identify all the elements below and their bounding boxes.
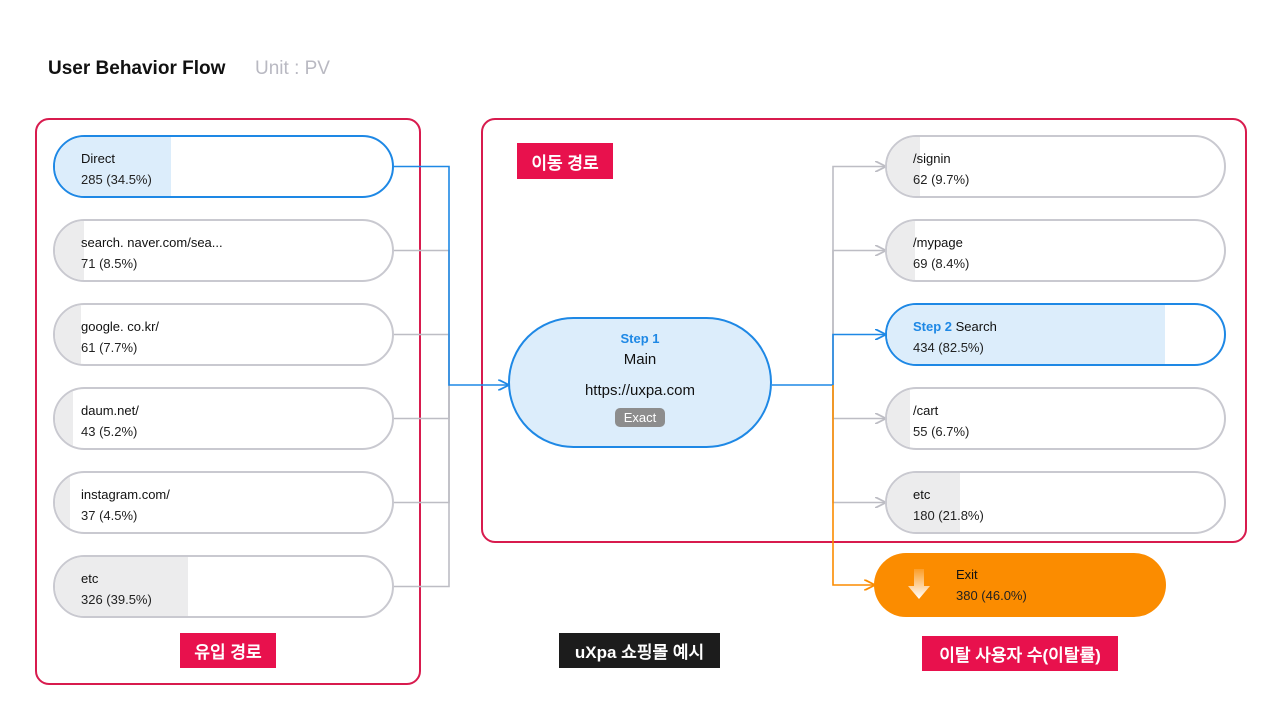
source-4-label: instagram.com/ (81, 484, 170, 505)
source-5-node[interactable]: etc 326 (39.5%) (53, 555, 394, 618)
unit-label: Unit : PV (255, 58, 330, 79)
source-1-share-bar (55, 221, 84, 280)
source-0-value: 285 (34.5%) (81, 172, 152, 187)
destination-3-name: /cart (913, 403, 939, 418)
destination-3-node[interactable]: /cart 55 (6.7%) (885, 387, 1226, 450)
source-1-label: search. naver.com/sea... (81, 232, 223, 253)
source-0-name: Direct (81, 151, 115, 166)
source-3-share-bar (55, 389, 73, 448)
destination-3-label: /cart (913, 400, 969, 421)
source-3-value: 43 (5.2%) (81, 424, 138, 439)
destination-1-share-bar (887, 221, 916, 280)
destination-2-name: Search (955, 319, 997, 334)
destination-1-label: /mypage (913, 232, 969, 253)
destination-2-label: Step 2 Search (913, 316, 997, 337)
exit-label: Exit (956, 567, 978, 582)
example-tag: uXpa 쇼핑몰 예시 (559, 633, 720, 668)
step1-main-node[interactable]: Step 1 Main https://uxpa.com Exact (508, 317, 772, 448)
destination-1-name: /mypage (913, 235, 963, 250)
destination-4-value: 180 (21.8%) (913, 508, 984, 523)
source-3-label: daum.net/ (81, 400, 139, 421)
source-2-value: 61 (7.7%) (81, 340, 138, 355)
source-2-share-bar (55, 305, 81, 364)
source-5-share-bar (55, 557, 189, 616)
source-4-name: instagram.com/ (81, 487, 170, 502)
source-5-label: etc (81, 568, 152, 589)
destination-0-share-bar (887, 137, 920, 196)
source-connector-3 (394, 385, 450, 420)
exit-connector (832, 385, 874, 585)
destination-2-step-label: Step 2 (913, 319, 953, 334)
navigation-path-tag: 이동 경로 (517, 143, 613, 179)
destination-4-label: etc (913, 484, 984, 505)
destination-3-value: 55 (6.7%) (913, 424, 970, 439)
source-0-share-bar (55, 137, 172, 196)
source-2-name: google. co.kr/ (81, 319, 160, 334)
source-0-label: Direct (81, 148, 152, 169)
destination-2-share-bar (887, 305, 1166, 364)
match-type-badge: Exact (614, 408, 666, 427)
down-arrow-icon (908, 569, 930, 599)
destination-connector-3 (832, 385, 885, 419)
destination-4-node[interactable]: etc 180 (21.8%) (885, 471, 1226, 534)
destination-connector-4 (832, 385, 885, 503)
source-3-name: daum.net/ (81, 403, 139, 418)
destination-1-value: 69 (8.4%) (913, 256, 970, 271)
destination-0-value: 62 (9.7%) (913, 172, 970, 187)
navigation-group (481, 118, 1247, 543)
center-page-url: https://uxpa.com (584, 382, 696, 399)
source-1-name: search. naver.com/sea... (81, 235, 223, 250)
destination-2-node[interactable]: Step 2 Search 434 (82.5%) (885, 303, 1226, 366)
source-connector-1 (394, 249, 450, 385)
source-4-share-bar (55, 473, 71, 532)
source-5-value: 326 (39.5%) (81, 592, 152, 607)
source-2-node[interactable]: google. co.kr/61 (7.7%) (53, 303, 394, 366)
destination-4-share-bar (887, 473, 961, 532)
source-4-node[interactable]: instagram.com/37 (4.5%) (53, 471, 394, 534)
source-3-node[interactable]: daum.net/43 (5.2%) (53, 387, 394, 450)
destination-3-share-bar (887, 389, 910, 448)
source-1-value: 71 (8.5%) (81, 256, 138, 271)
destination-connector-1 (832, 251, 885, 385)
page-title: User Behavior Flow (48, 58, 226, 79)
source-connector-2 (394, 333, 450, 385)
source-5-name: etc (81, 571, 99, 586)
inflow-group (35, 118, 421, 685)
destination-0-node[interactable]: /signin 62 (9.7%) (885, 135, 1226, 198)
exit-value: 380 (46.0%) (956, 588, 1027, 603)
source-connector-5 (394, 385, 450, 588)
destination-2-value: 434 (82.5%) (913, 340, 984, 355)
source-4-value: 37 (4.5%) (81, 508, 138, 523)
source-connector-highlight (394, 165, 508, 386)
destination-0-name: /signin (913, 151, 951, 166)
center-page-name: Main (623, 351, 657, 368)
inflow-path-tag: 유입 경로 (180, 633, 276, 668)
source-2-label: google. co.kr/ (81, 316, 159, 337)
center-step-label: Step 1 (620, 331, 660, 346)
destination-1-node[interactable]: /mypage 69 (8.4%) (885, 219, 1226, 282)
destination-connector-0 (832, 167, 885, 385)
destination-4-name: etc (913, 487, 931, 502)
source-1-node[interactable]: search. naver.com/sea... 71 (8.5%) (53, 219, 394, 282)
exit-node[interactable]: Exit 380 (46.0%) (874, 553, 1166, 617)
source-connector-4 (394, 385, 450, 504)
destination-connector-highlight (832, 335, 885, 385)
exit-users-tag: 이탈 사용자 수(이탈률) (922, 636, 1118, 671)
source-0-node[interactable]: Direct 285 (34.5%) (53, 135, 394, 198)
destination-0-label: /signin (913, 148, 969, 169)
